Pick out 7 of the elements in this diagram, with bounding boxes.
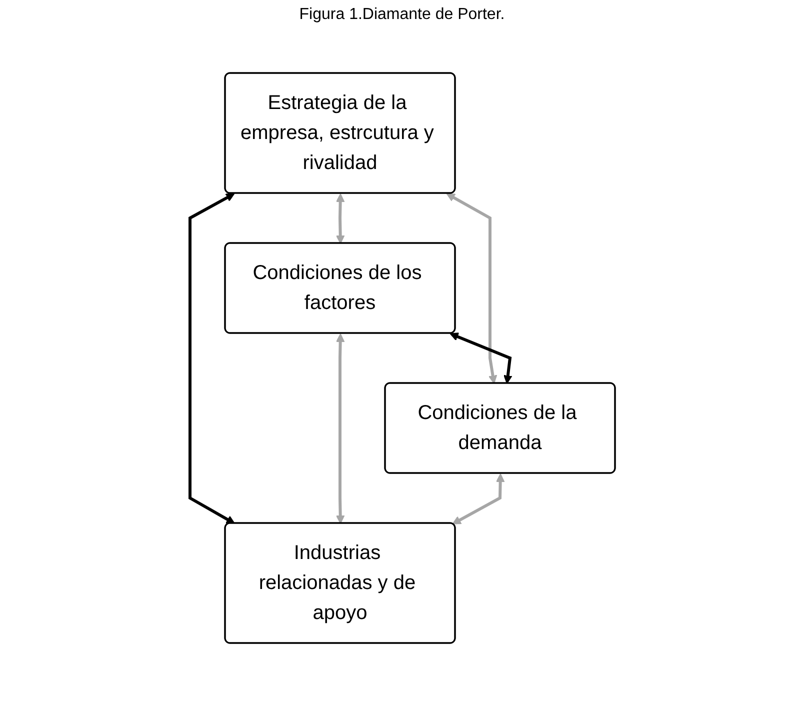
arrow [449, 332, 512, 384]
arrow [446, 193, 497, 384]
arrow [452, 474, 504, 524]
arrow [188, 193, 235, 524]
arrow [335, 334, 344, 524]
figure-title: Figura 1.Diamante de Porter. [298, 6, 506, 24]
arrow [335, 194, 344, 244]
